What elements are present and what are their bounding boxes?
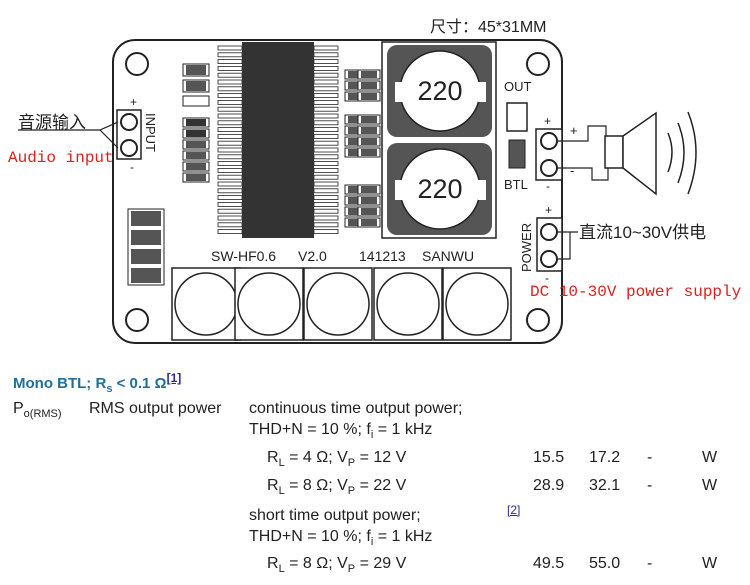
short-line1: short time output power;: [249, 507, 421, 524]
btl-resistor: [508, 139, 526, 169]
row-max: -: [647, 449, 653, 466]
date-label: 141213: [359, 248, 406, 264]
ref-link-2[interactable]: [2]: [507, 503, 521, 517]
input-label: INPUT: [143, 113, 158, 152]
row-min: 15.5: [533, 449, 565, 466]
model-label: SW-HF0.6: [211, 248, 276, 264]
btl-label: BTL: [504, 177, 528, 192]
input-connector: [116, 109, 142, 160]
speaker-icon: [604, 111, 697, 196]
continuous-line1: continuous time output power;: [249, 400, 463, 417]
speaker-wire: [557, 125, 607, 142]
row-condition: RL = 8 Ω; VP = 29 V: [267, 555, 407, 576]
ref-link-1[interactable]: [1]: [166, 371, 182, 385]
ic-pins: [217, 45, 339, 235]
size-label: 尺寸：45*31MM: [430, 18, 546, 36]
continuous-line2: THD+N = 10 %; fi = 1 kHz: [249, 421, 433, 442]
row-typ: 32.1: [589, 477, 621, 494]
row-unit: W: [702, 449, 718, 466]
mounting-hole: [526, 52, 550, 76]
speaker-wire: [557, 163, 609, 181]
speaker-minus: -: [570, 163, 574, 178]
row-condition: RL = 8 Ω; VP = 22 V: [267, 477, 407, 498]
row-condition: RL = 4 Ω; VP = 12 V: [267, 449, 407, 470]
out-minus: -: [546, 179, 550, 193]
dc-supply-en-label: DC 10-30V power supply: [530, 283, 742, 301]
row-typ: 55.0: [589, 555, 621, 572]
row-max: -: [647, 555, 653, 572]
row-unit: W: [702, 477, 718, 494]
middle-components: [344, 69, 381, 228]
audio-input-cn-label: 音源输入: [18, 113, 86, 132]
power-connector: [536, 217, 563, 272]
inductor-value-bottom: 220: [417, 174, 462, 204]
power-wire: [557, 232, 571, 260]
short-line2: THD+N = 10 %; fi = 1 kHz: [249, 528, 433, 549]
audio-input-en-label: Audio input: [8, 149, 114, 167]
dc-supply-cn-label: 直流10~30V供电: [579, 223, 706, 242]
inductor-top: 220: [387, 45, 492, 137]
mounting-hole: [125, 52, 149, 76]
out-plus: +: [544, 114, 551, 128]
input-minus: -: [130, 160, 134, 174]
input-wire: [99, 129, 119, 149]
power-plus: +: [545, 203, 552, 217]
output-connector: [535, 128, 563, 181]
inductor-value-top: 220: [417, 76, 462, 106]
mounting-hole: [125, 308, 149, 332]
param-name: RMS output power: [89, 400, 222, 417]
row-typ: 17.2: [589, 449, 621, 466]
speaker-plus: +: [570, 123, 578, 138]
maker-label: SANWU: [422, 248, 474, 264]
left-lower-resistors: [127, 208, 165, 286]
out-label: OUT: [504, 79, 532, 94]
row-max: -: [647, 477, 653, 494]
board-diagram: 220 220 OUT BTL + - INPUT + - + -: [8, 18, 742, 344]
inductor-bottom: 220: [387, 143, 492, 235]
power-minus: -: [545, 271, 549, 285]
row-unit: W: [702, 555, 718, 572]
btl-jumper: [506, 102, 528, 132]
row-min: 28.9: [533, 477, 565, 494]
spec-heading: Mono BTL; Rs < 0.1 Ω[1]: [13, 371, 182, 395]
amplifier-ic: [242, 42, 314, 238]
input-plus: +: [130, 95, 137, 109]
row-min: 49.5: [533, 555, 565, 572]
left-components: [182, 63, 210, 183]
mounting-hole: [526, 308, 550, 332]
version-label: V2.0: [298, 248, 327, 264]
param-symbol: Po(RMS): [13, 400, 62, 421]
capacitors: [171, 267, 512, 341]
power-label: POWER: [519, 223, 534, 272]
